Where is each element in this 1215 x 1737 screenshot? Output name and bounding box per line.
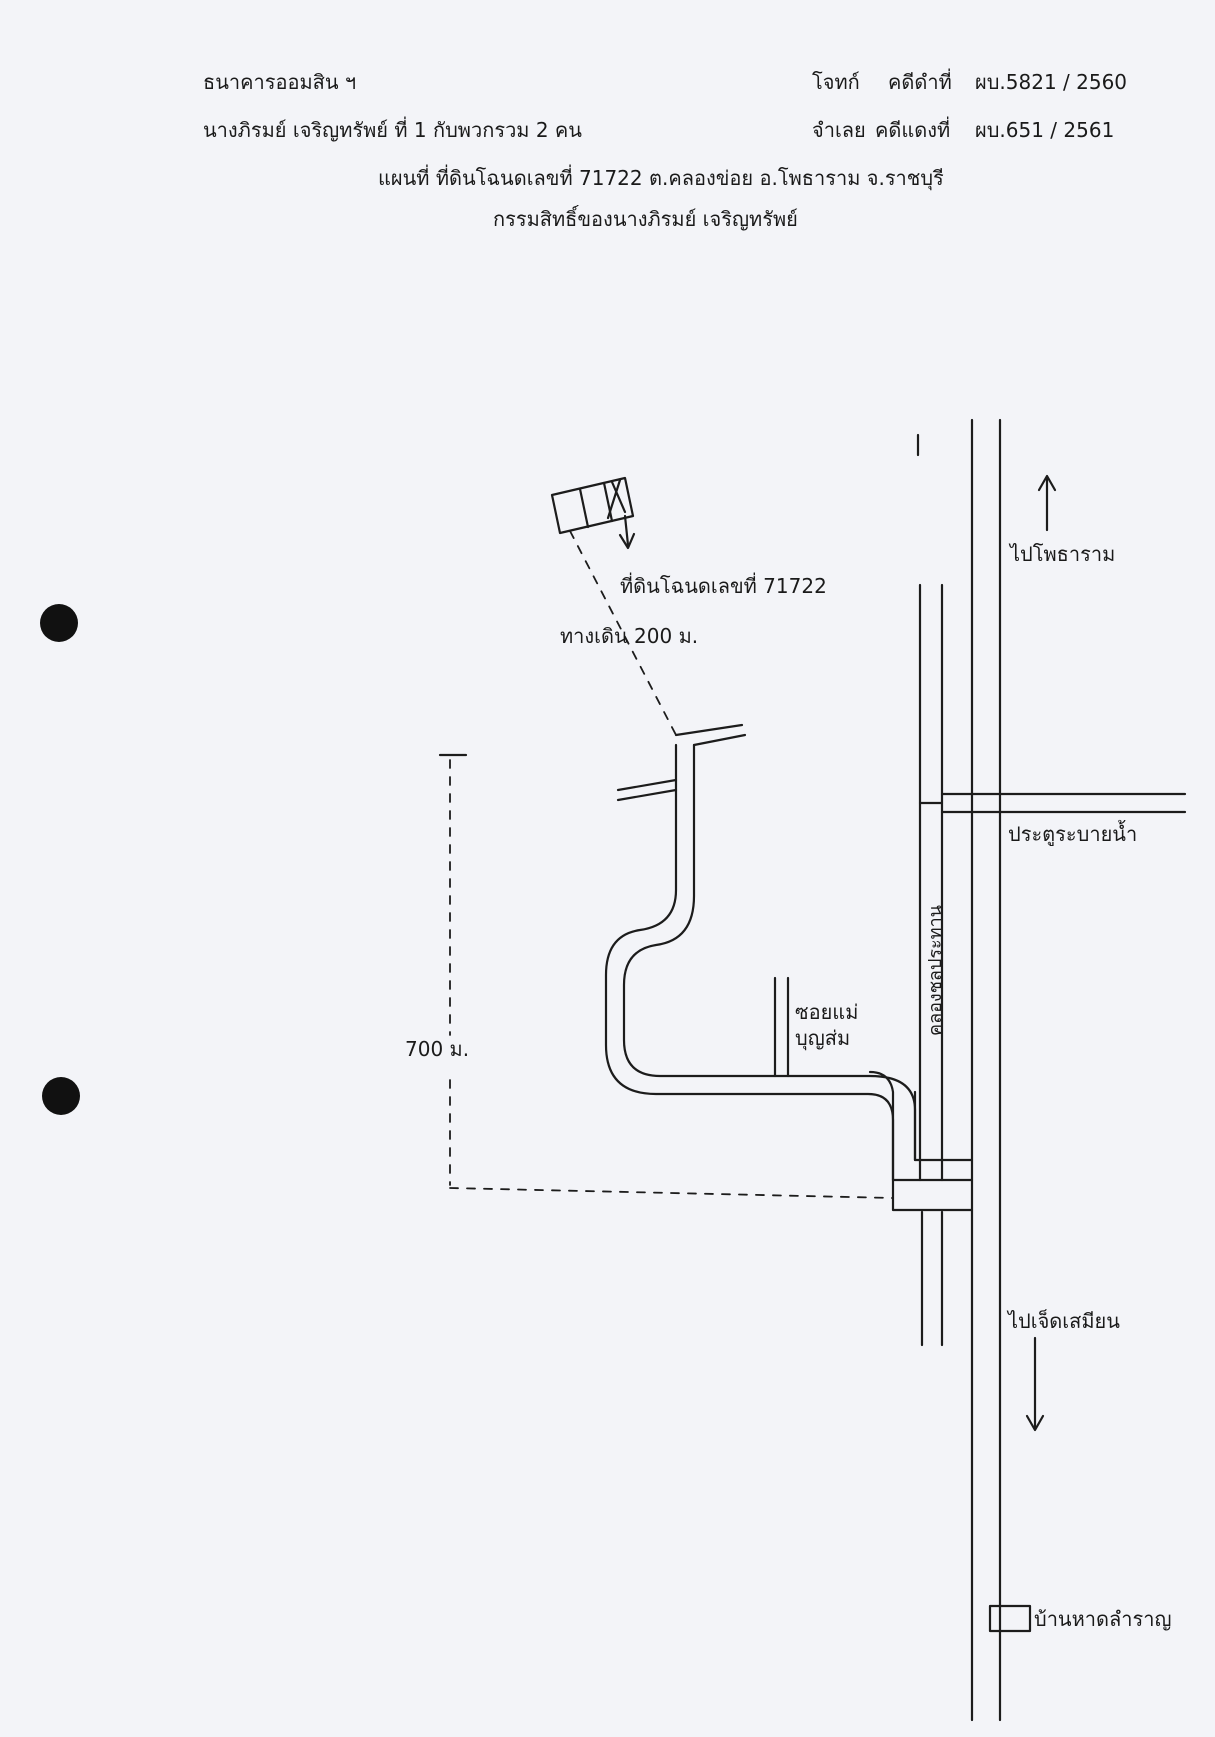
parcel-box (550, 476, 635, 535)
parcel-divider-1 (578, 487, 590, 529)
sluice-gate-label: ประตูระบายน้ำ (1008, 822, 1138, 846)
winding-road-inner (622, 743, 917, 1162)
defendant-role: จำเลย (812, 118, 866, 142)
north-arrow-head (1037, 474, 1057, 492)
soi-label-line2: บุญส่ม (795, 1026, 851, 1050)
south-arrow-head (1025, 1414, 1045, 1432)
red-case-number: ผบ.651 / 2561 (975, 118, 1115, 142)
red-case-label: คดีแดงที่ (875, 118, 951, 142)
defendant-name: นางภิรมย์ เจริญทรัพย์ ที่ 1 กับพวกรวม 2 … (203, 118, 582, 142)
punch-hole-top (40, 604, 78, 642)
connector-road-lower (891, 1178, 974, 1212)
to-north-label: ไปโพธาราม (1010, 542, 1116, 566)
canal-label: คลองชลประทาน (925, 905, 946, 1036)
parcel-divider-2 (602, 481, 614, 523)
plaintiff-name: ธนาคารออมสิน ฯ (203, 70, 357, 94)
winding-road-outer (604, 743, 895, 1182)
village-label: บ้านหาดลำราญ (1034, 1607, 1172, 1631)
owner-line: กรรมสิทธิ์ของนางภิรมย์ เจริญทรัพย์ (493, 207, 798, 231)
side-road-top (674, 723, 747, 747)
parcel-label: ที่ดินโฉนดเลขที่ 71722 (620, 574, 827, 598)
parcel-arrow-head (618, 532, 636, 550)
parcel-hatch (606, 478, 627, 520)
walkway-label: ทางเดิน 200 ม. (560, 624, 699, 648)
map-title: แผนที่ ที่ดินโฉนดเลขที่ 71722 ต.คลองข่อย… (378, 166, 944, 190)
soi-label-line1: ซอยแม่ (795, 1000, 859, 1024)
hadlamran-box (988, 1604, 1032, 1633)
dimension-dashed-horizontal (449, 1187, 894, 1199)
to-south-label: ไปเจ็ดเสมียน (1008, 1309, 1120, 1333)
plaintiff-role: โจทก์ (812, 70, 860, 94)
parcel-arrow-shaft (623, 514, 630, 547)
black-case-number: ผบ.5821 / 2560 (975, 70, 1128, 94)
distance-label: 700 ม. (405, 1037, 470, 1061)
punch-hole-bottom (42, 1077, 80, 1115)
black-case-label: คดีดำที่ (888, 70, 952, 94)
side-road-left (616, 778, 678, 802)
walkway-dashed-line (569, 530, 677, 736)
